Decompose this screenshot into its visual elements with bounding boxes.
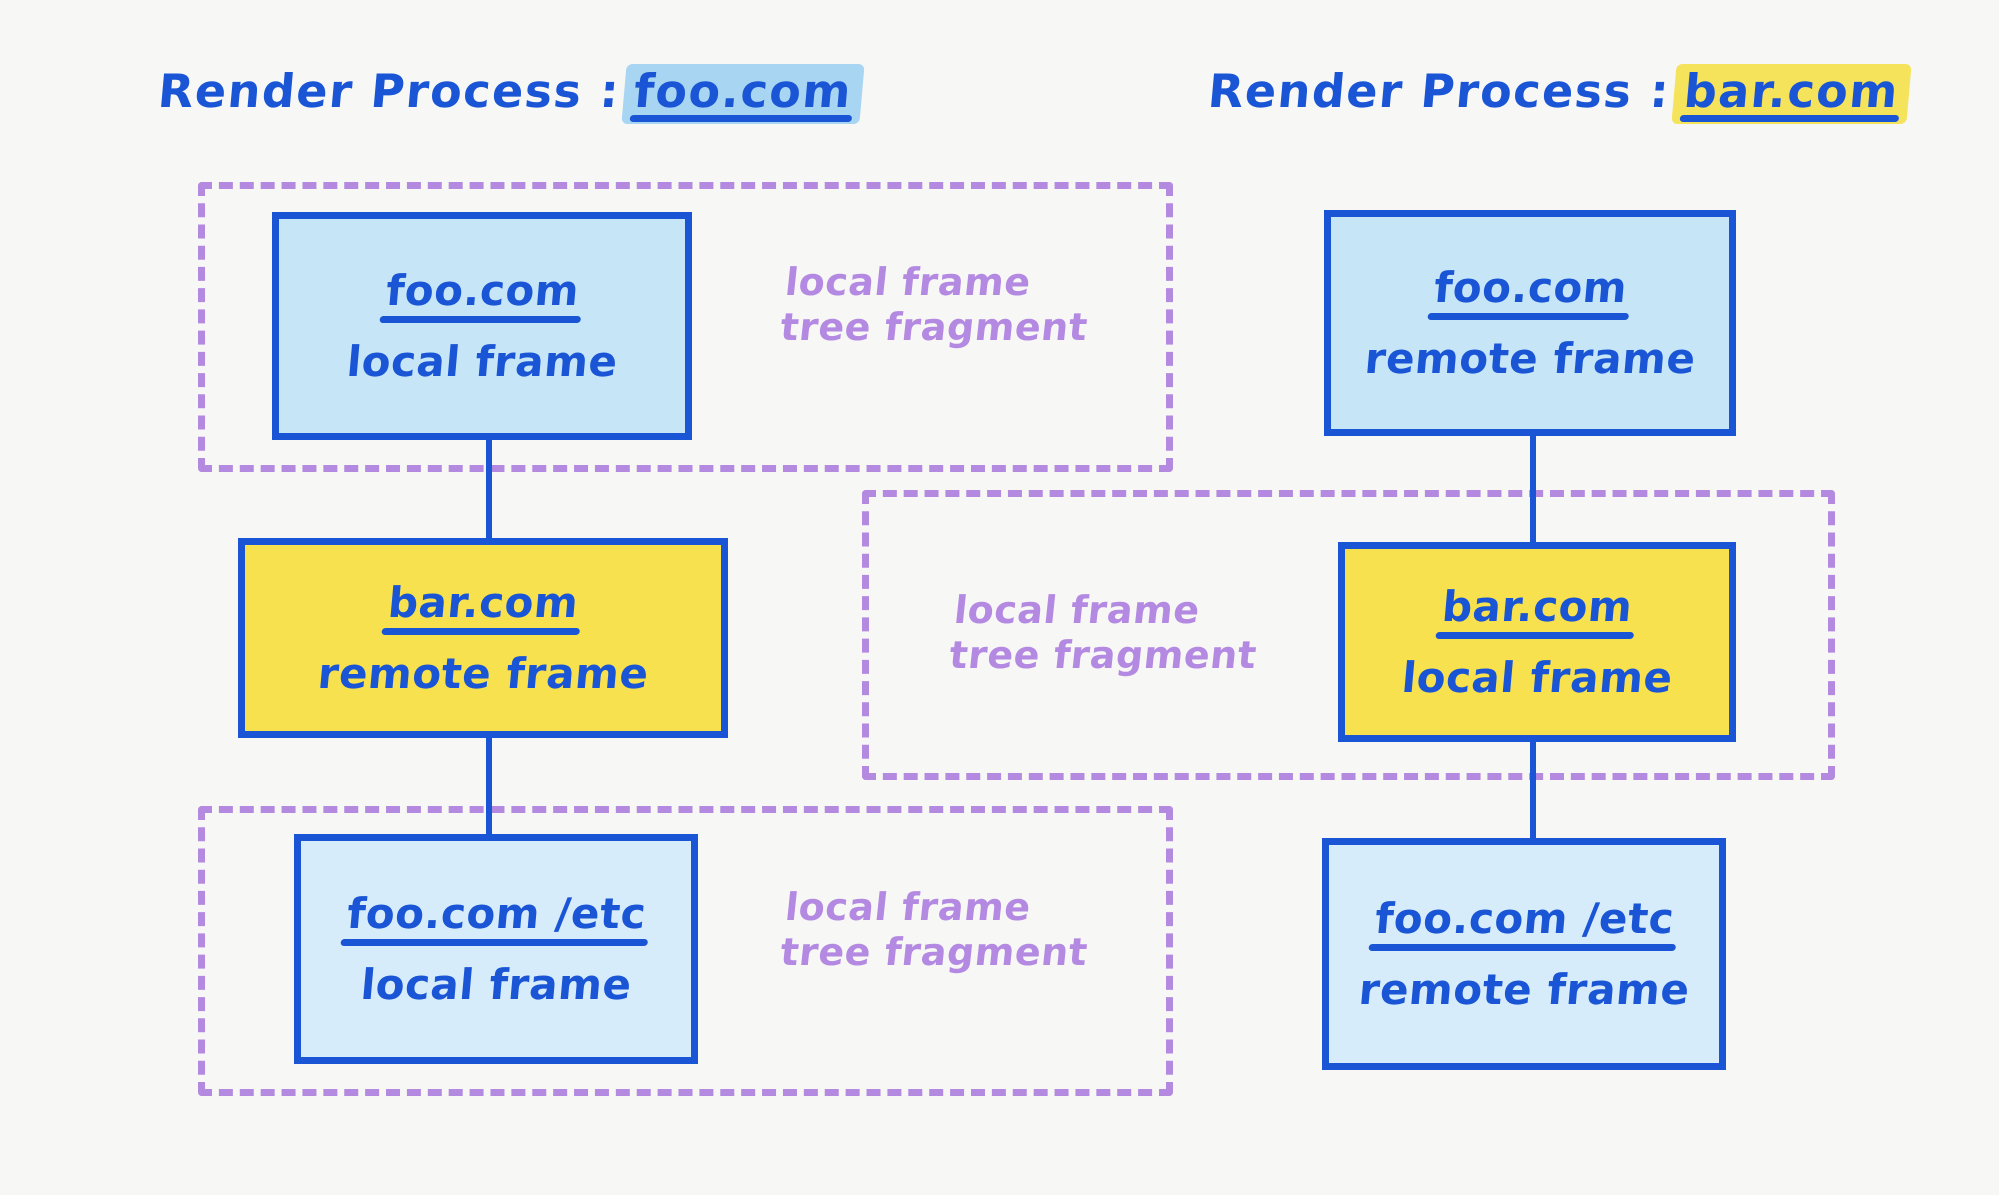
frame-node-left-2-kind: local frame [358, 960, 634, 1009]
fragment-group-left-bottom [198, 806, 1173, 1096]
frame-node-right-2-host: foo.com /etc [1372, 894, 1676, 949]
process-title-right-host: bar.com [1671, 62, 1912, 126]
frame-node-left-2[interactable]: foo.com /etc local frame [294, 834, 698, 1064]
fragment-group-left-top [198, 182, 1173, 472]
frame-node-left-1[interactable]: bar.com remote frame [238, 538, 728, 738]
process-title-left-host: foo.com [621, 62, 865, 126]
connector-right-2 [1530, 740, 1536, 840]
frame-node-left-0-kind: local frame [344, 337, 620, 386]
process-title-right-label: Render Process : [1205, 64, 1673, 118]
frame-node-right-1-host: bar.com [1440, 582, 1634, 637]
frame-node-right-2-kind: remote frame [1356, 965, 1692, 1014]
fragment-label-left-top: local frame tree fragment [778, 260, 1090, 349]
frame-node-right-0[interactable]: foo.com remote frame [1324, 210, 1736, 436]
fragment-label-center: local frame tree fragment [947, 588, 1259, 677]
process-title-left-host-text: foo.com [631, 64, 855, 118]
connector-left-1 [486, 440, 492, 540]
fragment-label-left-bottom: local frame tree fragment [778, 885, 1090, 974]
process-title-left: Render Process : foo.com [155, 62, 865, 126]
frame-node-left-0[interactable]: foo.com local frame [272, 212, 692, 440]
frame-node-left-1-host: bar.com [386, 578, 580, 633]
frame-node-right-1-kind: local frame [1399, 653, 1675, 702]
connector-left-2 [486, 736, 492, 836]
process-title-left-label: Render Process : [155, 64, 623, 118]
fragment-group-center [862, 490, 1835, 780]
frame-node-right-2[interactable]: foo.com /etc remote frame [1322, 838, 1726, 1070]
frame-node-right-0-kind: remote frame [1362, 334, 1698, 383]
frame-node-right-0-host: foo.com [1431, 263, 1629, 318]
frame-node-left-0-host: foo.com [383, 266, 581, 321]
frame-node-left-1-kind: remote frame [315, 649, 651, 698]
connector-right-1 [1530, 435, 1536, 545]
process-title-right: Render Process : bar.com [1205, 62, 1912, 126]
frame-node-right-1[interactable]: bar.com local frame [1338, 542, 1736, 742]
frame-node-left-2-host: foo.com /etc [344, 889, 648, 944]
process-title-right-host-text: bar.com [1681, 64, 1902, 118]
